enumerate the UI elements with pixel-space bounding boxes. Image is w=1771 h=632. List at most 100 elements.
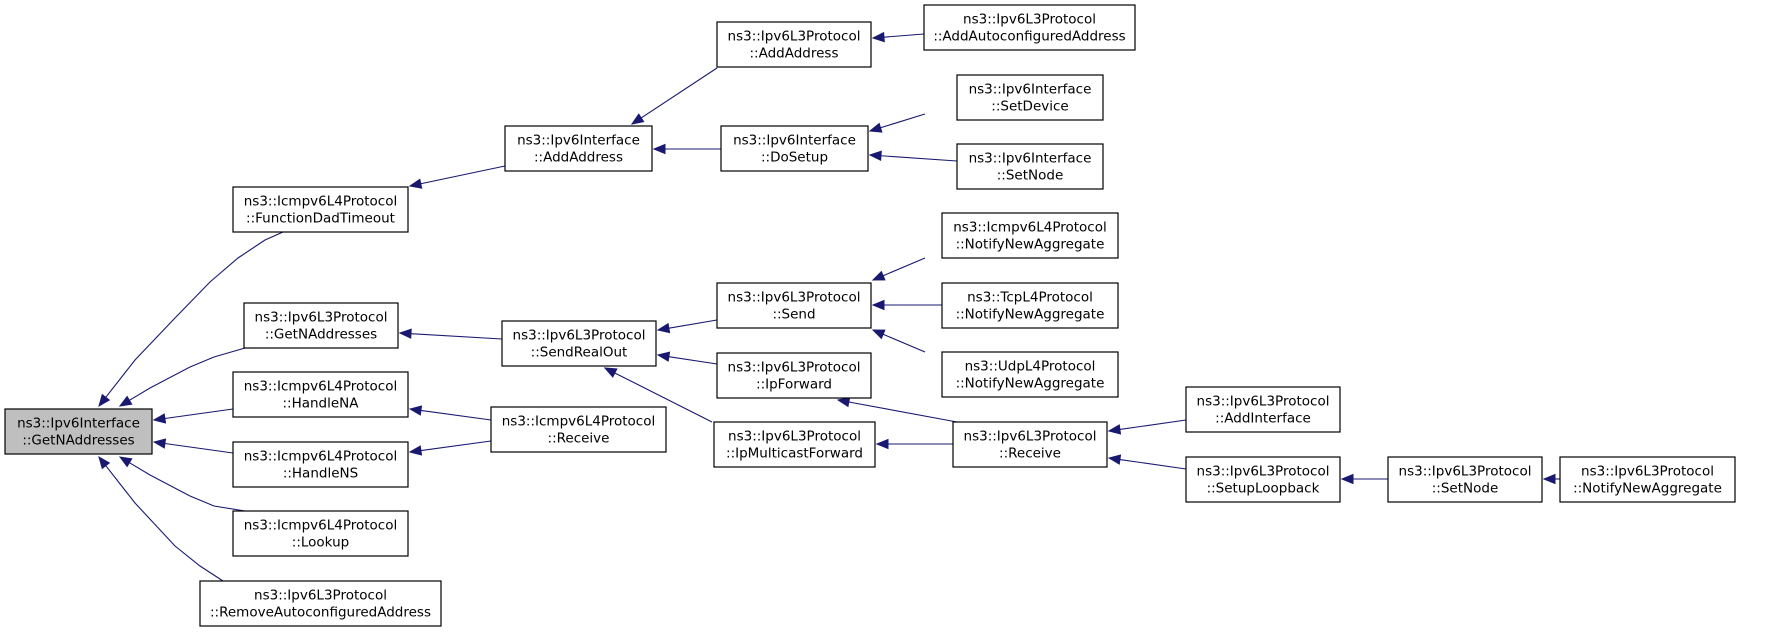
node-box[interactable] (490, 406, 667, 453)
node-label-method: ::Lookup (292, 535, 349, 551)
node-box[interactable] (923, 4, 1136, 51)
node-label-namespace: ns3::Icmpv6L4Protocol (244, 518, 398, 534)
node-box[interactable] (716, 21, 872, 68)
node-box[interactable] (4, 408, 153, 455)
node-label-method: ::SetupLoopback (1207, 481, 1320, 497)
node-label-method: ::SetNode (1432, 481, 1499, 497)
node-box[interactable] (941, 282, 1119, 329)
edge-n2-to-root (118, 347, 246, 407)
edge-line (420, 440, 492, 452)
node-n25[interactable]: ns3::Ipv6L3Protocol::NotifyNewAggregate (1559, 456, 1736, 503)
node-label-namespace: ns3::Ipv6L3Protocol (964, 429, 1097, 445)
node-label-namespace: ns3::Ipv6L3Protocol (1197, 394, 1330, 410)
edge-line (882, 333, 926, 353)
edge-line (640, 67, 718, 119)
node-label-namespace: ns3::Ipv6L3Protocol (963, 12, 1096, 28)
node-box[interactable] (232, 371, 409, 418)
node-label-namespace: ns3::UdpL4Protocol (965, 359, 1096, 375)
node-box[interactable] (941, 212, 1119, 259)
node-label-method: ::NotifyNewAggregate (956, 307, 1105, 323)
arrowhead-icon (118, 456, 133, 468)
node-box[interactable] (1185, 386, 1341, 433)
node-label-namespace: ns3::Ipv6Interface (517, 133, 640, 149)
node-box[interactable] (232, 186, 409, 233)
node-box[interactable] (232, 510, 409, 557)
edge-line (129, 347, 246, 401)
node-n9[interactable]: ns3::Icmpv6L4Protocol::Receive (490, 406, 667, 453)
node-n19[interactable]: ns3::TcpL4Protocol::NotifyNewAggregate (941, 282, 1119, 329)
node-n15[interactable]: ns3::Ipv6L3Protocol::AddAutoconfiguredAd… (923, 4, 1136, 51)
node-label-namespace: ns3::Icmpv6L4Protocol (953, 220, 1107, 236)
arrowhead-icon (1107, 454, 1122, 465)
node-box[interactable] (1185, 456, 1341, 503)
node-box[interactable] (232, 441, 409, 488)
node-label-method: ::RemoveAutoconfiguredAddress (210, 605, 431, 621)
edge-line (1119, 419, 1187, 430)
node-n17[interactable]: ns3::Ipv6Interface::SetNode (956, 143, 1104, 190)
arrowhead-icon (656, 322, 671, 334)
node-label-namespace: ns3::Ipv6L3Protocol (728, 360, 861, 376)
node-box[interactable] (501, 320, 657, 367)
arrowhead-icon (871, 329, 886, 340)
node-label-method: ::AddAddress (750, 46, 839, 62)
node-box[interactable] (1387, 456, 1543, 503)
node-n18[interactable]: ns3::Icmpv6L4Protocol::NotifyNewAggregat… (941, 212, 1119, 259)
edge-n24-to-n23 (1340, 473, 1388, 485)
node-n16[interactable]: ns3::Ipv6Interface::SetDevice (956, 74, 1104, 121)
node-label-method: ::AddAutoconfiguredAddress (933, 29, 1125, 45)
edge-n23-to-n21 (1107, 454, 1187, 470)
node-n10[interactable]: ns3::Ipv6L3Protocol::AddAddress (716, 21, 872, 68)
node-n7[interactable]: ns3::Ipv6Interface::AddAddress (504, 125, 653, 172)
edge-n12-to-n8 (656, 319, 718, 334)
node-n4[interactable]: ns3::Icmpv6L4Protocol::HandleNS (232, 441, 409, 488)
node-box[interactable] (1559, 456, 1736, 503)
node-box[interactable] (956, 143, 1104, 190)
arrowhead-icon (652, 143, 666, 155)
node-label-namespace: ns3::Ipv6L3Protocol (728, 29, 861, 45)
arrowhead-icon (656, 351, 671, 362)
arrowhead-icon (868, 150, 882, 162)
node-n22[interactable]: ns3::Ipv6L3Protocol::AddInterface (1185, 386, 1341, 433)
node-box[interactable] (713, 421, 876, 468)
node-n5[interactable]: ns3::Icmpv6L4Protocol::Lookup (232, 510, 409, 557)
node-n24[interactable]: ns3::Ipv6L3Protocol::SetNode (1387, 456, 1543, 503)
node-box[interactable] (720, 125, 869, 172)
node-box[interactable] (243, 302, 399, 349)
node-n8[interactable]: ns3::Ipv6L3Protocol::SendRealOut (501, 320, 657, 367)
nodes-layer: ns3::Ipv6Interface::GetNAddressesns3::Ic… (4, 4, 1736, 627)
arrowhead-icon (408, 405, 423, 416)
node-n6[interactable]: ns3::Ipv6L3Protocol::RemoveAutoconfigure… (199, 580, 442, 627)
node-n21[interactable]: ns3::Ipv6L3Protocol::Receive (952, 421, 1108, 468)
node-label-namespace: ns3::Icmpv6L4Protocol (502, 414, 656, 430)
node-n20[interactable]: ns3::UdpL4Protocol::NotifyNewAggregate (941, 351, 1119, 398)
edge-n7-to-n1 (408, 165, 506, 189)
edge-n16-to-n11 (868, 113, 926, 133)
edge-line (420, 165, 506, 185)
edge-n11-to-n7 (652, 143, 721, 155)
node-box[interactable] (956, 74, 1104, 121)
node-n2[interactable]: ns3::Ipv6L3Protocol::GetNAddresses (243, 302, 399, 349)
node-label-namespace: ns3::Ipv6Interface (17, 416, 140, 432)
node-label-method: ::HandleNS (283, 466, 358, 482)
node-n3[interactable]: ns3::Icmpv6L4Protocol::HandleNA (232, 371, 409, 418)
node-box[interactable] (952, 421, 1108, 468)
node-n23[interactable]: ns3::Ipv6L3Protocol::SetupLoopback (1185, 456, 1341, 503)
node-box[interactable] (941, 351, 1119, 398)
node-box[interactable] (716, 282, 872, 329)
edge-n1-to-root (98, 231, 284, 408)
node-root[interactable]: ns3::Ipv6Interface::GetNAddresses (4, 408, 153, 455)
node-label-method: ::FunctionDadTimeout (246, 211, 395, 227)
edge-n25-to-n24 (1542, 473, 1560, 485)
arrowhead-icon (98, 455, 111, 470)
node-box[interactable] (716, 352, 872, 399)
node-n11[interactable]: ns3::Ipv6Interface::DoSetup (720, 125, 869, 172)
node-n14[interactable]: ns3::Ipv6L3Protocol::IpMulticastForward (713, 421, 876, 468)
node-label-namespace: ns3::TcpL4Protocol (967, 290, 1093, 306)
node-n13[interactable]: ns3::Ipv6L3Protocol::IpForward (716, 352, 872, 399)
node-n12[interactable]: ns3::Ipv6L3Protocol::Send (716, 282, 872, 329)
edge-n3-to-root (152, 408, 234, 424)
node-box[interactable] (504, 125, 653, 172)
node-n1[interactable]: ns3::Icmpv6L4Protocol::FunctionDadTimeou… (232, 186, 409, 233)
node-box[interactable] (199, 580, 442, 627)
